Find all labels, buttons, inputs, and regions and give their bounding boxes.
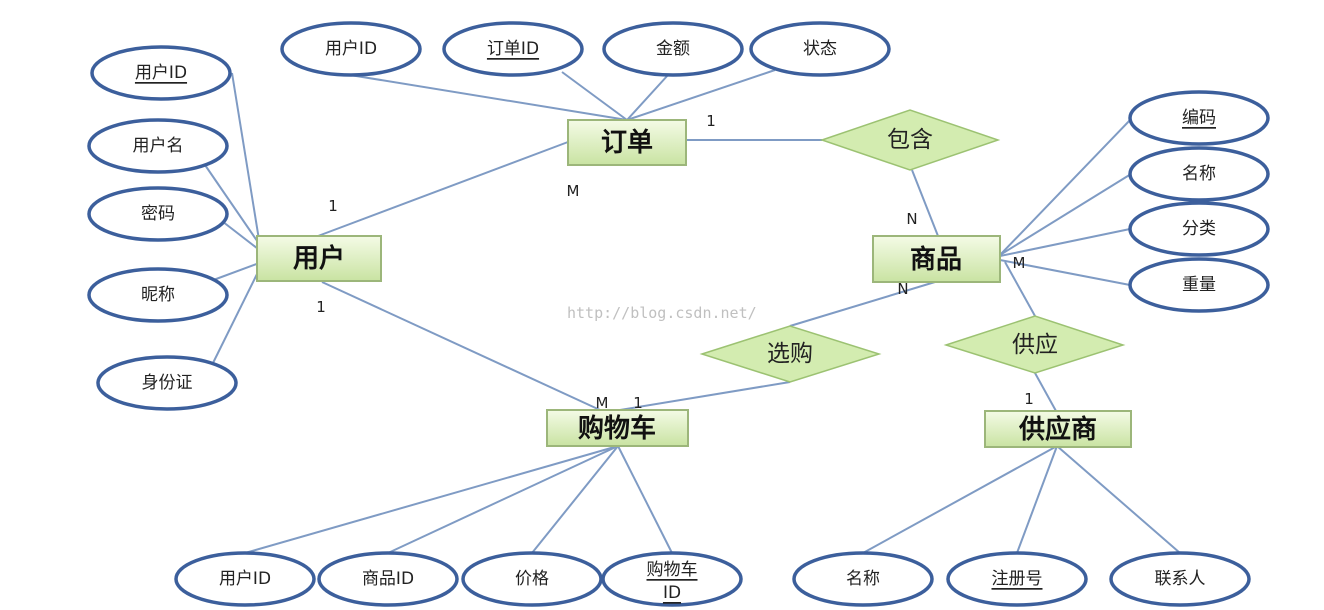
- attr-cart-price: 价格: [461, 551, 603, 607]
- entity-order: 订单: [567, 119, 687, 166]
- svg-text:供应商: 供应商: [1018, 414, 1097, 445]
- line-order-userid: [349, 74, 628, 121]
- entity-product: 商品: [872, 235, 1001, 283]
- svg-text:用户名: 用户名: [133, 136, 184, 156]
- svg-text:包含: 包含: [887, 127, 933, 153]
- svg-text:昵称: 昵称: [141, 285, 175, 305]
- relationship-select: 选购: [699, 325, 882, 383]
- card-cart-select: 1: [633, 394, 643, 412]
- entity-user: 用户: [256, 235, 382, 282]
- attr-cart-userid: 用户ID: [174, 551, 316, 607]
- entity-cart: 购物车: [546, 409, 689, 447]
- svg-text:名称: 名称: [1182, 164, 1216, 184]
- attr-user-username: 用户名: [87, 118, 229, 174]
- watermark: http://blog.csdn.net/: [567, 304, 757, 322]
- card-product-supply: M: [1013, 254, 1026, 272]
- line-product-category: [999, 228, 1131, 257]
- attr-order-amount: 金额: [602, 21, 744, 77]
- svg-text:价格: 价格: [515, 569, 549, 589]
- svg-text:商品: 商品: [910, 244, 962, 275]
- svg-text:分类: 分类: [1182, 219, 1216, 239]
- line-product-supply: [1004, 261, 1036, 317]
- relationship-supply: 供应: [943, 315, 1126, 374]
- card-supply-supplier: 1: [1024, 390, 1034, 408]
- svg-text:供应: 供应: [1012, 332, 1058, 358]
- line-supplier-contact: [1056, 445, 1181, 554]
- attr-supplier-name: 名称: [792, 551, 934, 607]
- attr-product-name: 名称: [1128, 146, 1270, 202]
- line-cart-cartid: [617, 445, 673, 554]
- attr-order-userid: 用户ID: [280, 21, 422, 77]
- line-user-nickname: [207, 261, 263, 283]
- attr-user-idcard: 身份证: [96, 355, 238, 411]
- attr-product-weight: 重量: [1128, 257, 1270, 313]
- line-cart-productid: [387, 445, 619, 554]
- line-user-username: [204, 164, 263, 249]
- line-cart-price: [531, 445, 619, 554]
- cardinality-labels: 1 M 1 N 1 M 1 N M 1: [316, 112, 1034, 412]
- card-user-cart-user: 1: [316, 298, 326, 316]
- line-product-weight: [999, 259, 1131, 286]
- line-user-userid: [231, 72, 261, 247]
- card-user-order-order: M: [567, 182, 580, 200]
- card-user-order-user: 1: [328, 197, 338, 215]
- attr-supplier-regno: 注册号: [946, 551, 1088, 607]
- line-order-orderid: [561, 71, 628, 121]
- card-user-cart-cart: M: [596, 394, 609, 412]
- attr-user-userid: 用户ID: [90, 45, 232, 101]
- line-supply-supplier: [1034, 372, 1057, 412]
- line-order-status: [626, 69, 776, 121]
- svg-text:选购: 选购: [767, 341, 813, 367]
- svg-text:购物车: 购物车: [578, 413, 656, 444]
- svg-text:购物车: 购物车: [647, 560, 698, 580]
- svg-text:名称: 名称: [846, 569, 880, 589]
- line-cart-select: [619, 381, 791, 411]
- relationship-contains: 包含: [819, 109, 1001, 171]
- line-user-idcard: [211, 267, 261, 366]
- attr-cart-cartid: 购物车 ID: [601, 551, 743, 607]
- attr-supplier-contact: 联系人: [1109, 551, 1251, 607]
- attr-user-password: 密码: [87, 186, 229, 242]
- svg-text:注册号: 注册号: [992, 569, 1043, 589]
- svg-text:用户ID: 用户ID: [135, 63, 187, 83]
- card-select-product: N: [897, 280, 908, 298]
- card-order-contains: 1: [706, 112, 716, 130]
- svg-text:状态: 状态: [803, 39, 837, 59]
- svg-text:身份证: 身份证: [142, 373, 193, 393]
- entity-supplier: 供应商: [984, 410, 1132, 448]
- line-order-amount: [626, 74, 669, 121]
- line-contains-product: [911, 169, 939, 237]
- svg-text:用户ID: 用户ID: [219, 569, 271, 589]
- line-product-code: [999, 117, 1133, 256]
- svg-text:ID: ID: [663, 583, 681, 603]
- svg-text:编码: 编码: [1182, 108, 1216, 128]
- svg-text:订单: 订单: [601, 128, 653, 158]
- line-user-password: [217, 217, 263, 253]
- svg-text:用户: 用户: [293, 243, 345, 274]
- line-cart-userid: [244, 445, 619, 554]
- svg-text:订单ID: 订单ID: [487, 39, 539, 59]
- connector-lines: [204, 69, 1181, 554]
- line-supplier-regno: [1016, 445, 1058, 554]
- svg-text:联系人: 联系人: [1155, 569, 1206, 589]
- attr-order-status: 状态: [749, 21, 891, 77]
- line-user-cart: [321, 281, 601, 411]
- attr-product-code: 编码: [1128, 90, 1270, 146]
- svg-text:商品ID: 商品ID: [362, 569, 414, 589]
- line-select-product: [789, 281, 936, 327]
- attr-order-orderid: 订单ID: [442, 21, 584, 77]
- card-contains-product: N: [906, 210, 917, 228]
- svg-text:密码: 密码: [141, 204, 175, 224]
- svg-text:重量: 重量: [1182, 275, 1216, 295]
- svg-text:金额: 金额: [656, 39, 690, 59]
- line-supplier-name: [862, 445, 1058, 554]
- svg-text:用户ID: 用户ID: [325, 39, 377, 59]
- line-user-order: [317, 141, 569, 237]
- attr-user-nickname: 昵称: [87, 267, 229, 323]
- line-product-name: [999, 173, 1132, 256]
- attr-product-category: 分类: [1128, 201, 1270, 257]
- attr-cart-productid: 商品ID: [317, 551, 459, 607]
